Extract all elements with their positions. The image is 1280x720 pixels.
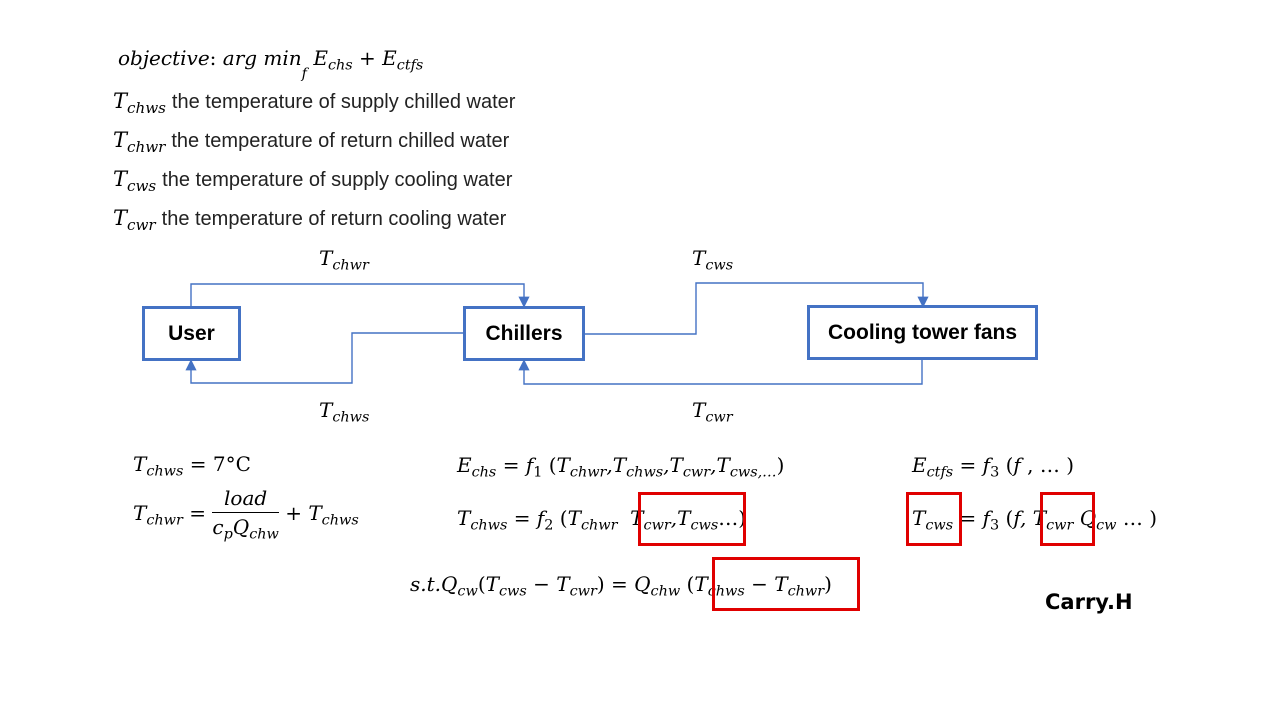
subject-to-label: s.t. bbox=[410, 572, 442, 596]
objective-argmin: arg min bbox=[222, 46, 302, 70]
chillers-node-label: Chillers bbox=[485, 321, 563, 345]
legend-text: the temperature of return cooling water bbox=[161, 208, 507, 230]
load-denominator: cpQchw bbox=[212, 513, 278, 542]
legend-symbol: T bbox=[113, 89, 128, 113]
f2-subscript: 2 bbox=[544, 517, 554, 534]
equation-chws-setpoint: Tchws = 7°C bbox=[133, 452, 251, 480]
legend-subscript: chwr bbox=[127, 137, 166, 156]
objective-e2-sub: ctfs bbox=[396, 57, 424, 74]
constraint-equation: s.t.Qcw(Tcws − Tcwr) = Qchw (Tchws − Tch… bbox=[410, 572, 832, 600]
legend-subscript: chws bbox=[127, 98, 166, 117]
supply-chilled-water-line bbox=[185, 332, 465, 384]
cooling-tower-fans-node: Cooling tower fans bbox=[807, 305, 1038, 360]
chillers-node: Chillers bbox=[463, 306, 585, 361]
objective-lead: objective bbox=[118, 46, 210, 70]
author-signature: Carry.H bbox=[1045, 590, 1133, 614]
objective-e1-sub: chs bbox=[327, 57, 353, 74]
f1-symbol: f bbox=[525, 453, 534, 477]
f1-subscript: 1 bbox=[533, 464, 543, 481]
legend-text: the temperature of supply chilled water bbox=[171, 91, 516, 113]
chw-symbol: Q bbox=[232, 515, 250, 539]
legend-subscript: cwr bbox=[127, 215, 156, 234]
chw-subscript: chw bbox=[249, 526, 279, 543]
legend-row: Tchws the temperature of supply chilled w… bbox=[113, 89, 516, 117]
legend-row: Tchwr the temperature of return chilled w… bbox=[113, 128, 510, 156]
legend-symbol: T bbox=[113, 206, 128, 230]
flow-label-chwr: Tchwr bbox=[319, 246, 369, 273]
flow-label-cws: Tcws bbox=[692, 246, 733, 273]
flow-subscript: cws bbox=[705, 257, 734, 274]
f3-subscript: 3 bbox=[990, 464, 1000, 481]
qcw-subscript: cw bbox=[1096, 517, 1117, 534]
flow-symbol: T bbox=[319, 398, 333, 422]
user-node-label: User bbox=[168, 321, 215, 345]
objective-argmin-sub: f bbox=[301, 65, 307, 82]
highlight-cwr-cws-inputs bbox=[638, 492, 746, 546]
flow-label-cwr: Tcwr bbox=[692, 398, 733, 425]
flow-symbol: T bbox=[692, 246, 706, 270]
flow-subscript: cwr bbox=[705, 409, 733, 426]
equation-chws-function: Tchws = f2 (Tchwr Tcwr,Tcws…) bbox=[457, 506, 747, 534]
flow-label-chws: Tchws bbox=[319, 398, 369, 425]
flow-subscript: chwr bbox=[332, 257, 369, 274]
legend-symbol: T bbox=[113, 128, 128, 152]
return-chilled-water-line bbox=[190, 283, 530, 308]
load-fraction: load cpQchw bbox=[212, 486, 279, 542]
highlight-tcwr bbox=[1040, 492, 1095, 546]
flow-subscript: chws bbox=[332, 409, 370, 426]
return-cooling-water-line bbox=[518, 359, 923, 385]
user-node: User bbox=[142, 306, 241, 361]
f3-symbol: f bbox=[982, 453, 991, 477]
legend-text: the temperature of supply cooling water bbox=[162, 169, 513, 191]
legend-subscript: cws bbox=[127, 176, 157, 195]
objective-e2: E bbox=[382, 46, 397, 70]
supply-cooling-water-line bbox=[584, 282, 929, 335]
cp-subscript: p bbox=[223, 526, 233, 543]
flow-symbol: T bbox=[692, 398, 706, 422]
legend-symbol: T bbox=[113, 167, 128, 191]
legend-row: Tcws the temperature of supply cooling wa… bbox=[113, 167, 513, 195]
objective-e1: E bbox=[313, 46, 328, 70]
legend-row: Tcwr the temperature of return cooling wa… bbox=[113, 206, 507, 234]
highlight-tcws bbox=[906, 492, 962, 546]
equation-chiller-energy: Echs = f1 (Tchwr,Tchws,Tcwr,Tcws,…) bbox=[457, 453, 785, 481]
chws-value: 7°C bbox=[212, 452, 251, 476]
cooling-tower-node-label: Cooling tower fans bbox=[828, 320, 1017, 344]
flow-symbol: T bbox=[319, 246, 333, 270]
equation-tower-energy: Ectfs = f3 (f , … ) bbox=[912, 453, 1075, 481]
equation-chwr-load: Tchwr = load cpQchw + Tchws bbox=[133, 486, 359, 543]
objective-line: objective: arg minf Echs + Ectfs bbox=[118, 46, 424, 82]
equation-cws-function: Tcws = f3 (f, Tcwr Qcw … ) bbox=[912, 506, 1158, 534]
cp-symbol: c bbox=[212, 515, 224, 539]
highlight-chws-chwr-difference bbox=[712, 557, 860, 611]
legend-text: the temperature of return chilled water bbox=[171, 130, 510, 152]
f2-symbol: f bbox=[536, 506, 545, 530]
load-numerator: load bbox=[212, 486, 279, 513]
